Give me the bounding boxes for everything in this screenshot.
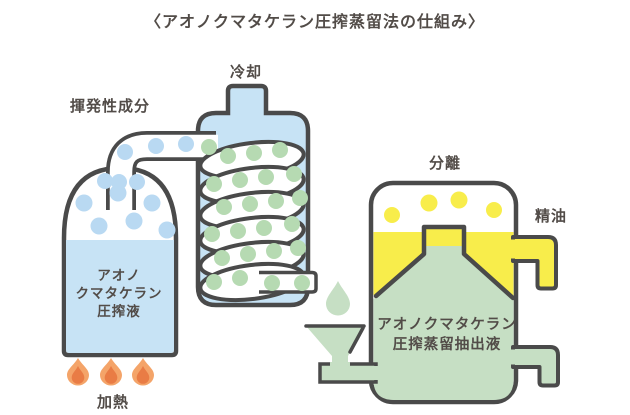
bubble (111, 174, 127, 190)
oil-pipe-junction (510, 239, 518, 259)
condensed-dot (206, 274, 222, 290)
condensed-dot (220, 148, 236, 164)
bubble (75, 194, 93, 212)
bubble (129, 174, 145, 190)
condensed-dot (258, 169, 274, 185)
heat-flames (66, 358, 154, 386)
condensed-dot (284, 216, 300, 232)
condensed-dot (246, 145, 262, 161)
oil-drop (486, 202, 502, 218)
condensed-droplets (201, 139, 310, 291)
bubble (125, 212, 143, 230)
extract-pipe-junction (510, 349, 518, 365)
funnel-group (304, 324, 379, 384)
separator-label-line2: 圧搾蒸留抽出液 (393, 335, 502, 353)
label-cooling: 冷却 (230, 63, 262, 81)
funnel-cone (306, 326, 364, 366)
oil-pipe-shape (511, 235, 558, 291)
flask-label-line2: クマタケラン (76, 286, 163, 301)
condensed-dot (240, 246, 256, 262)
oil-drop (450, 191, 468, 209)
bubble (143, 194, 161, 212)
condensed-dot (272, 142, 288, 158)
inner-bottle-outline (373, 224, 516, 301)
condensed-dot (286, 166, 302, 182)
flask-liquid (66, 240, 174, 353)
oil-drop (420, 194, 438, 212)
condensed-dot (206, 176, 222, 192)
separator-group (368, 180, 519, 405)
condensed-dot (264, 275, 280, 291)
label-heating: 加熱 (96, 393, 129, 411)
diagram-title: 〈アオノクマタケラン圧搾蒸留法の仕組み〉 (145, 12, 485, 31)
condensed-dot (256, 220, 272, 236)
oil-layer-right (464, 232, 514, 298)
separator-label-line1: アオノクマタケラン (377, 316, 517, 333)
condensed-dot (232, 270, 248, 286)
oil-drop (384, 207, 400, 223)
extract-outlet-pipe (510, 345, 560, 388)
funnel-arm-junction (371, 366, 379, 380)
oil-outlet-pipe (510, 235, 558, 291)
condensed-dot (266, 243, 282, 259)
bubble (90, 217, 108, 235)
bubble (148, 138, 164, 154)
condensed-dot (216, 199, 232, 215)
funnel-slope-line (348, 326, 365, 354)
condensed-dot (204, 226, 220, 242)
oil-layer-left (373, 232, 424, 295)
distillate-droplet (326, 281, 350, 316)
bubble (178, 136, 194, 152)
label-essential-oil: 精油 (535, 207, 567, 225)
extract-liquid (373, 246, 514, 400)
funnel-stem-junction (330, 362, 350, 369)
flask-group (61, 165, 179, 358)
label-separation: 分離 (429, 154, 461, 172)
condensed-dot (201, 139, 217, 155)
condensed-dot (232, 172, 248, 188)
condensed-dot (268, 193, 284, 209)
bubble (97, 173, 113, 189)
bubble (117, 144, 133, 160)
extract-pipe-shape (511, 345, 560, 388)
condensed-dot (294, 275, 310, 291)
condensed-dot (214, 250, 230, 266)
condensed-dot (292, 190, 308, 206)
oil-droplets (384, 191, 502, 223)
bubble (158, 221, 176, 239)
flame-inner (71, 366, 85, 384)
condensed-dot (242, 196, 258, 212)
flask-label-line3: 圧搾液 (97, 303, 141, 319)
vapor-bubbles (75, 136, 194, 239)
flame-inner (136, 366, 150, 384)
oil-in-neck (426, 229, 462, 247)
flame-inner (104, 366, 118, 384)
condensed-dot (230, 223, 246, 239)
flask-label-line1: アオノ (97, 268, 141, 283)
condensed-dot (290, 240, 306, 256)
label-volatile-component: 揮発性成分 (70, 97, 150, 115)
